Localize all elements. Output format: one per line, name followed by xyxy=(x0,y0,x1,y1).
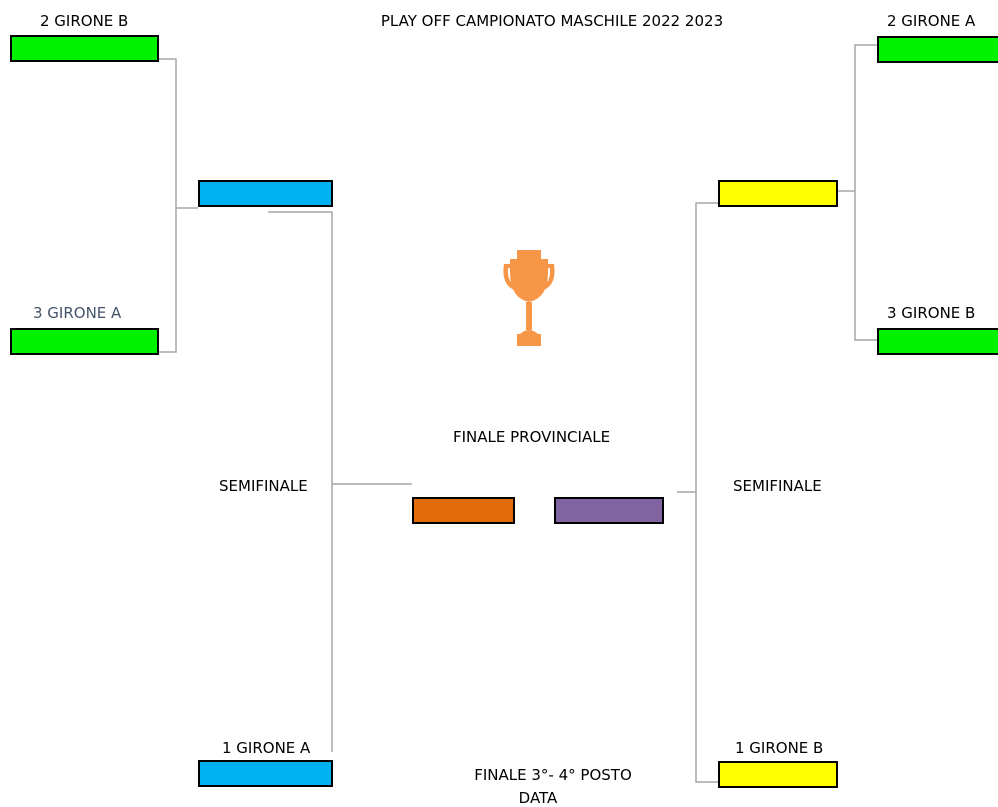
final-team-left-box xyxy=(412,497,515,524)
third-place-label: FINALE 3°- 4° POSTO xyxy=(474,766,632,784)
right-seed-bottom-box xyxy=(877,328,998,355)
right-seed-top-box xyxy=(877,36,998,63)
left-seed-top-box xyxy=(10,35,159,62)
left-seed-top-label: 2 GIRONE B xyxy=(40,12,129,30)
left-quarter-winner-box xyxy=(198,180,333,207)
final-team-right-box xyxy=(554,497,664,524)
trophy-icon xyxy=(503,250,555,346)
connector-left-quarter xyxy=(158,58,177,353)
third-place-date-label: DATA xyxy=(518,789,558,807)
left-direct-label: 1 GIRONE A xyxy=(222,739,311,757)
page-title: PLAY OFF CAMPIONATO MASCHILE 2022 2023 xyxy=(380,12,724,30)
final-label: FINALE PROVINCIALE xyxy=(453,428,611,446)
right-quarter-winner-box xyxy=(718,180,838,207)
connector-left-semi xyxy=(268,211,333,752)
connector-right-quarter xyxy=(854,44,877,341)
right-direct-label: 1 GIRONE B xyxy=(735,739,824,757)
right-seed-top-label: 2 GIRONE A xyxy=(887,12,976,30)
connector-right-semi xyxy=(695,202,718,783)
left-direct-box xyxy=(198,760,333,787)
right-direct-box xyxy=(718,761,838,788)
left-seed-bottom-box xyxy=(10,328,159,355)
left-seed-bottom-label: 3 GIRONE A xyxy=(33,304,122,322)
right-semifinal-label: SEMIFINALE xyxy=(733,477,822,495)
right-seed-bottom-label: 3 GIRONE B xyxy=(887,304,976,322)
left-semifinal-label: SEMIFINALE xyxy=(219,477,308,495)
